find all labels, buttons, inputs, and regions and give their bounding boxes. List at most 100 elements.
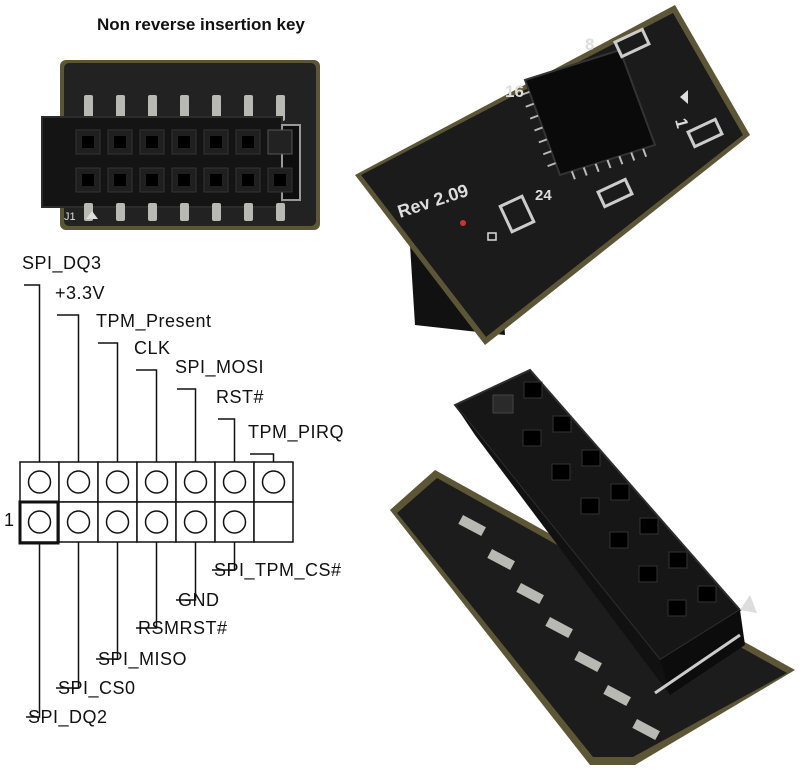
header-pin [244, 203, 253, 221]
chip-leg [582, 167, 588, 176]
via-dot [460, 220, 466, 226]
pin-label-top: SPI_DQ3 [22, 253, 102, 273]
pin-label-top: +3.3V [55, 283, 106, 303]
header-pin [545, 616, 573, 639]
pin-label-top: TPM_Present [96, 311, 212, 331]
socket-hole [697, 585, 717, 603]
pin-label-bottom: SPI_DQ2 [28, 707, 108, 727]
socket-hole [639, 517, 659, 535]
socket-hole [638, 565, 658, 583]
header-cell-top [175, 461, 216, 503]
header-cell-bottom [214, 501, 255, 543]
socket-hole [667, 599, 687, 617]
header-pin [244, 95, 253, 121]
header-pin [180, 203, 189, 221]
socket-hole-inner [210, 174, 222, 186]
header-pin-circle [66, 470, 91, 494]
bottom-leader-line [56, 542, 80, 689]
chip-leg [594, 163, 600, 173]
socket-hole-inner [114, 174, 126, 186]
socket-hole-inner [274, 174, 286, 186]
top-leader-line [98, 342, 119, 462]
socket-hole [668, 551, 688, 569]
chip-leg [547, 162, 556, 168]
chip-leg [529, 114, 539, 120]
header-pin [603, 685, 631, 707]
header-cell-bottom [58, 501, 99, 543]
header-pin-circle [222, 470, 247, 494]
key-plug [492, 394, 514, 414]
socket-hole-inner [178, 136, 190, 148]
bottom-leader-line [96, 542, 119, 660]
header-pin [458, 515, 486, 537]
bottom-leader-line [26, 542, 41, 718]
top-leader-line [250, 453, 275, 462]
chip-leg [642, 148, 648, 158]
pin-label-top: CLK [134, 338, 171, 358]
header-pin [212, 95, 221, 121]
top-leader-line [57, 314, 80, 462]
socket-hole [522, 429, 542, 447]
lock-icon [487, 232, 497, 241]
header-pin [574, 651, 602, 673]
header-pin-circle [261, 470, 286, 494]
silk-16: 16 [505, 82, 524, 101]
socket-hole [523, 381, 543, 399]
bottom-leader-line [136, 542, 158, 629]
header-pin-circle [144, 470, 169, 494]
header-cell-bottom [19, 501, 60, 543]
socket-hole-inner [146, 174, 158, 186]
pin-label-top: SPI_MOSI [175, 357, 265, 377]
smd-pad-right [686, 117, 724, 149]
header-pin [516, 583, 544, 605]
header-cell-top [253, 461, 294, 503]
pin-label-top: TPM_PIRQ [248, 422, 345, 442]
socket-hole [551, 463, 571, 481]
pin-label-bottom: SPI_TPM_CS# [214, 560, 342, 580]
header-cell-top [136, 461, 177, 503]
header-pin [116, 95, 125, 121]
chip-leg [542, 150, 552, 156]
header-cell-bottom [97, 501, 138, 543]
header-pin [116, 203, 125, 221]
header-cell-top [58, 461, 99, 503]
header-pin [148, 203, 157, 221]
header-pin [212, 203, 221, 221]
pin1-triangle-icon [86, 211, 98, 219]
header-cell-bottom [175, 501, 216, 543]
connector-bottom-photo [390, 368, 795, 765]
tpm-board-photo: Rev 2.09 16 8 1 24 [355, 5, 750, 345]
header-cell-bottom [136, 501, 177, 543]
silk-8: 8 [585, 35, 594, 54]
key-plug [267, 129, 293, 155]
header-pin-circle [27, 510, 52, 534]
pin1-marker: 1 [4, 510, 15, 530]
header-pin [148, 95, 157, 121]
header-pin-circle [222, 510, 247, 534]
chip-leg [534, 126, 543, 132]
header-pin [84, 95, 93, 121]
header-cell-top [19, 461, 60, 503]
socket-hole [203, 129, 229, 155]
socket-hole [610, 483, 630, 501]
header-pin-circle [183, 510, 208, 534]
pin-label-bottom: SPI_MISO [98, 649, 188, 669]
silk-24: 24 [535, 187, 552, 204]
pin1-triangle-icon [680, 90, 688, 104]
header-pin-circle [183, 470, 208, 494]
header-pin-circle [27, 470, 52, 494]
socket-hole [581, 449, 601, 467]
socket-hole [580, 497, 600, 515]
header-pin [276, 203, 285, 221]
socket-hole-inner [178, 174, 190, 186]
connector-label: J1 [64, 211, 76, 223]
smd-pad-bottom [596, 177, 634, 209]
chip-leg [521, 90, 530, 96]
pin-label-bottom: GND [178, 590, 220, 610]
header-pin-circle [105, 510, 130, 534]
header-pin [487, 548, 515, 571]
pin-label-bottom: SPI_CS0 [58, 678, 136, 698]
socket-hole-inner [146, 136, 158, 148]
socket-hole-inner [114, 136, 126, 148]
socket-hole [609, 531, 629, 549]
